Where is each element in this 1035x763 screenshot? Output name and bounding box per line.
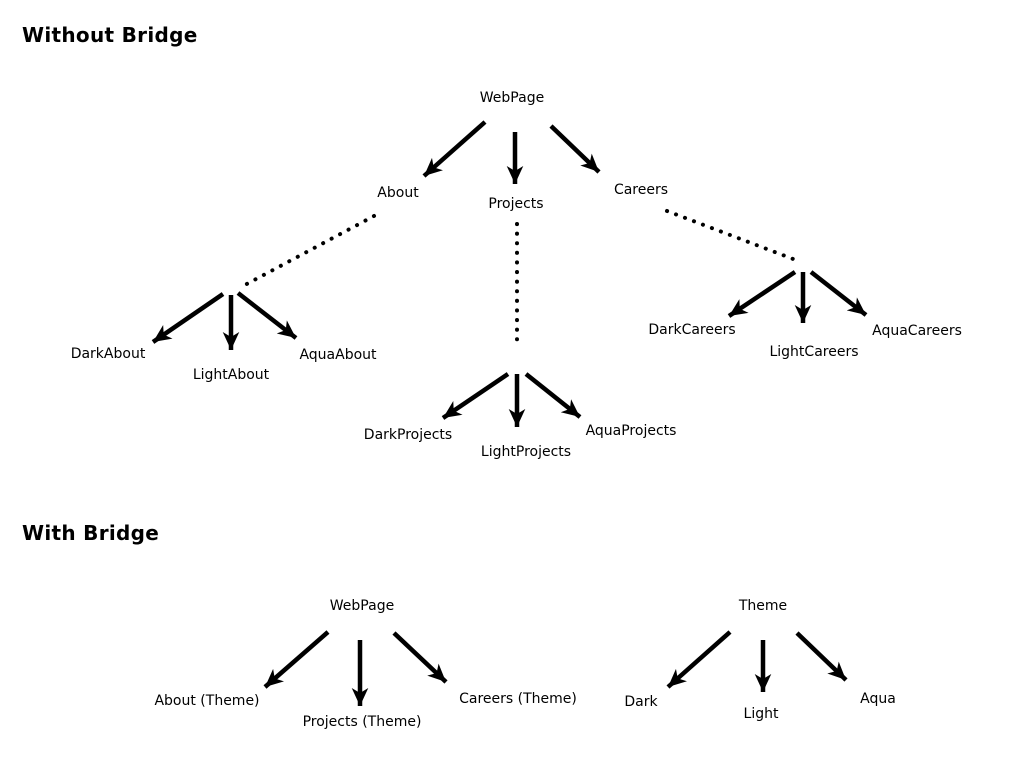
section-title-with-bridge: With Bridge — [22, 521, 160, 545]
edge-theme-dark — [666, 630, 732, 689]
node-careers: Careers — [613, 182, 669, 198]
node-about: About — [377, 185, 419, 201]
edge-webpage-about — [422, 120, 487, 178]
node-about-theme: About (Theme) — [154, 693, 260, 709]
dotted-link-careers-cluster — [665, 209, 803, 264]
node-projects-theme: Projects (Theme) — [302, 714, 422, 730]
node-aquaabout: AquaAbout — [299, 347, 377, 363]
edge-careers-aquacareers — [809, 270, 868, 317]
node-lightprojects: LightProjects — [480, 444, 572, 460]
node-lightabout: LightAbout — [192, 367, 270, 383]
node-webpage2-root: WebPage — [329, 598, 395, 614]
node-aquacareers: AquaCareers — [872, 323, 962, 339]
node-darkprojects: DarkProjects — [363, 427, 453, 443]
edge-webpage-careers — [549, 124, 601, 174]
node-careers-theme: Careers (Theme) — [459, 691, 577, 707]
node-dark: Dark — [624, 694, 658, 710]
node-lightcareers: LightCareers — [769, 344, 859, 360]
node-darkabout: DarkAbout — [70, 346, 146, 362]
edge-webpage2-careers-theme — [392, 631, 448, 684]
edge-webpage2-about-theme — [263, 630, 330, 689]
section-title-without-bridge: Without Bridge — [22, 23, 198, 47]
node-aqua: Aqua — [860, 691, 896, 707]
edge-projects-aquaprojects — [524, 372, 582, 419]
node-darkcareers: DarkCareers — [648, 322, 736, 338]
edge-about-aquaabout — [236, 291, 298, 340]
edge-projects-darkprojects — [441, 372, 510, 420]
edge-careers-darkcareers — [727, 270, 797, 318]
node-theme-root: Theme — [738, 598, 788, 614]
edge-about-darkabout — [151, 292, 225, 344]
node-aquaprojects: AquaProjects — [585, 423, 677, 439]
dotted-link-about-cluster — [241, 214, 376, 288]
edge-theme-aqua — [795, 631, 848, 682]
node-light: Light — [743, 706, 779, 722]
node-projects: Projects — [488, 196, 544, 212]
node-webpage-root: WebPage — [479, 90, 545, 106]
